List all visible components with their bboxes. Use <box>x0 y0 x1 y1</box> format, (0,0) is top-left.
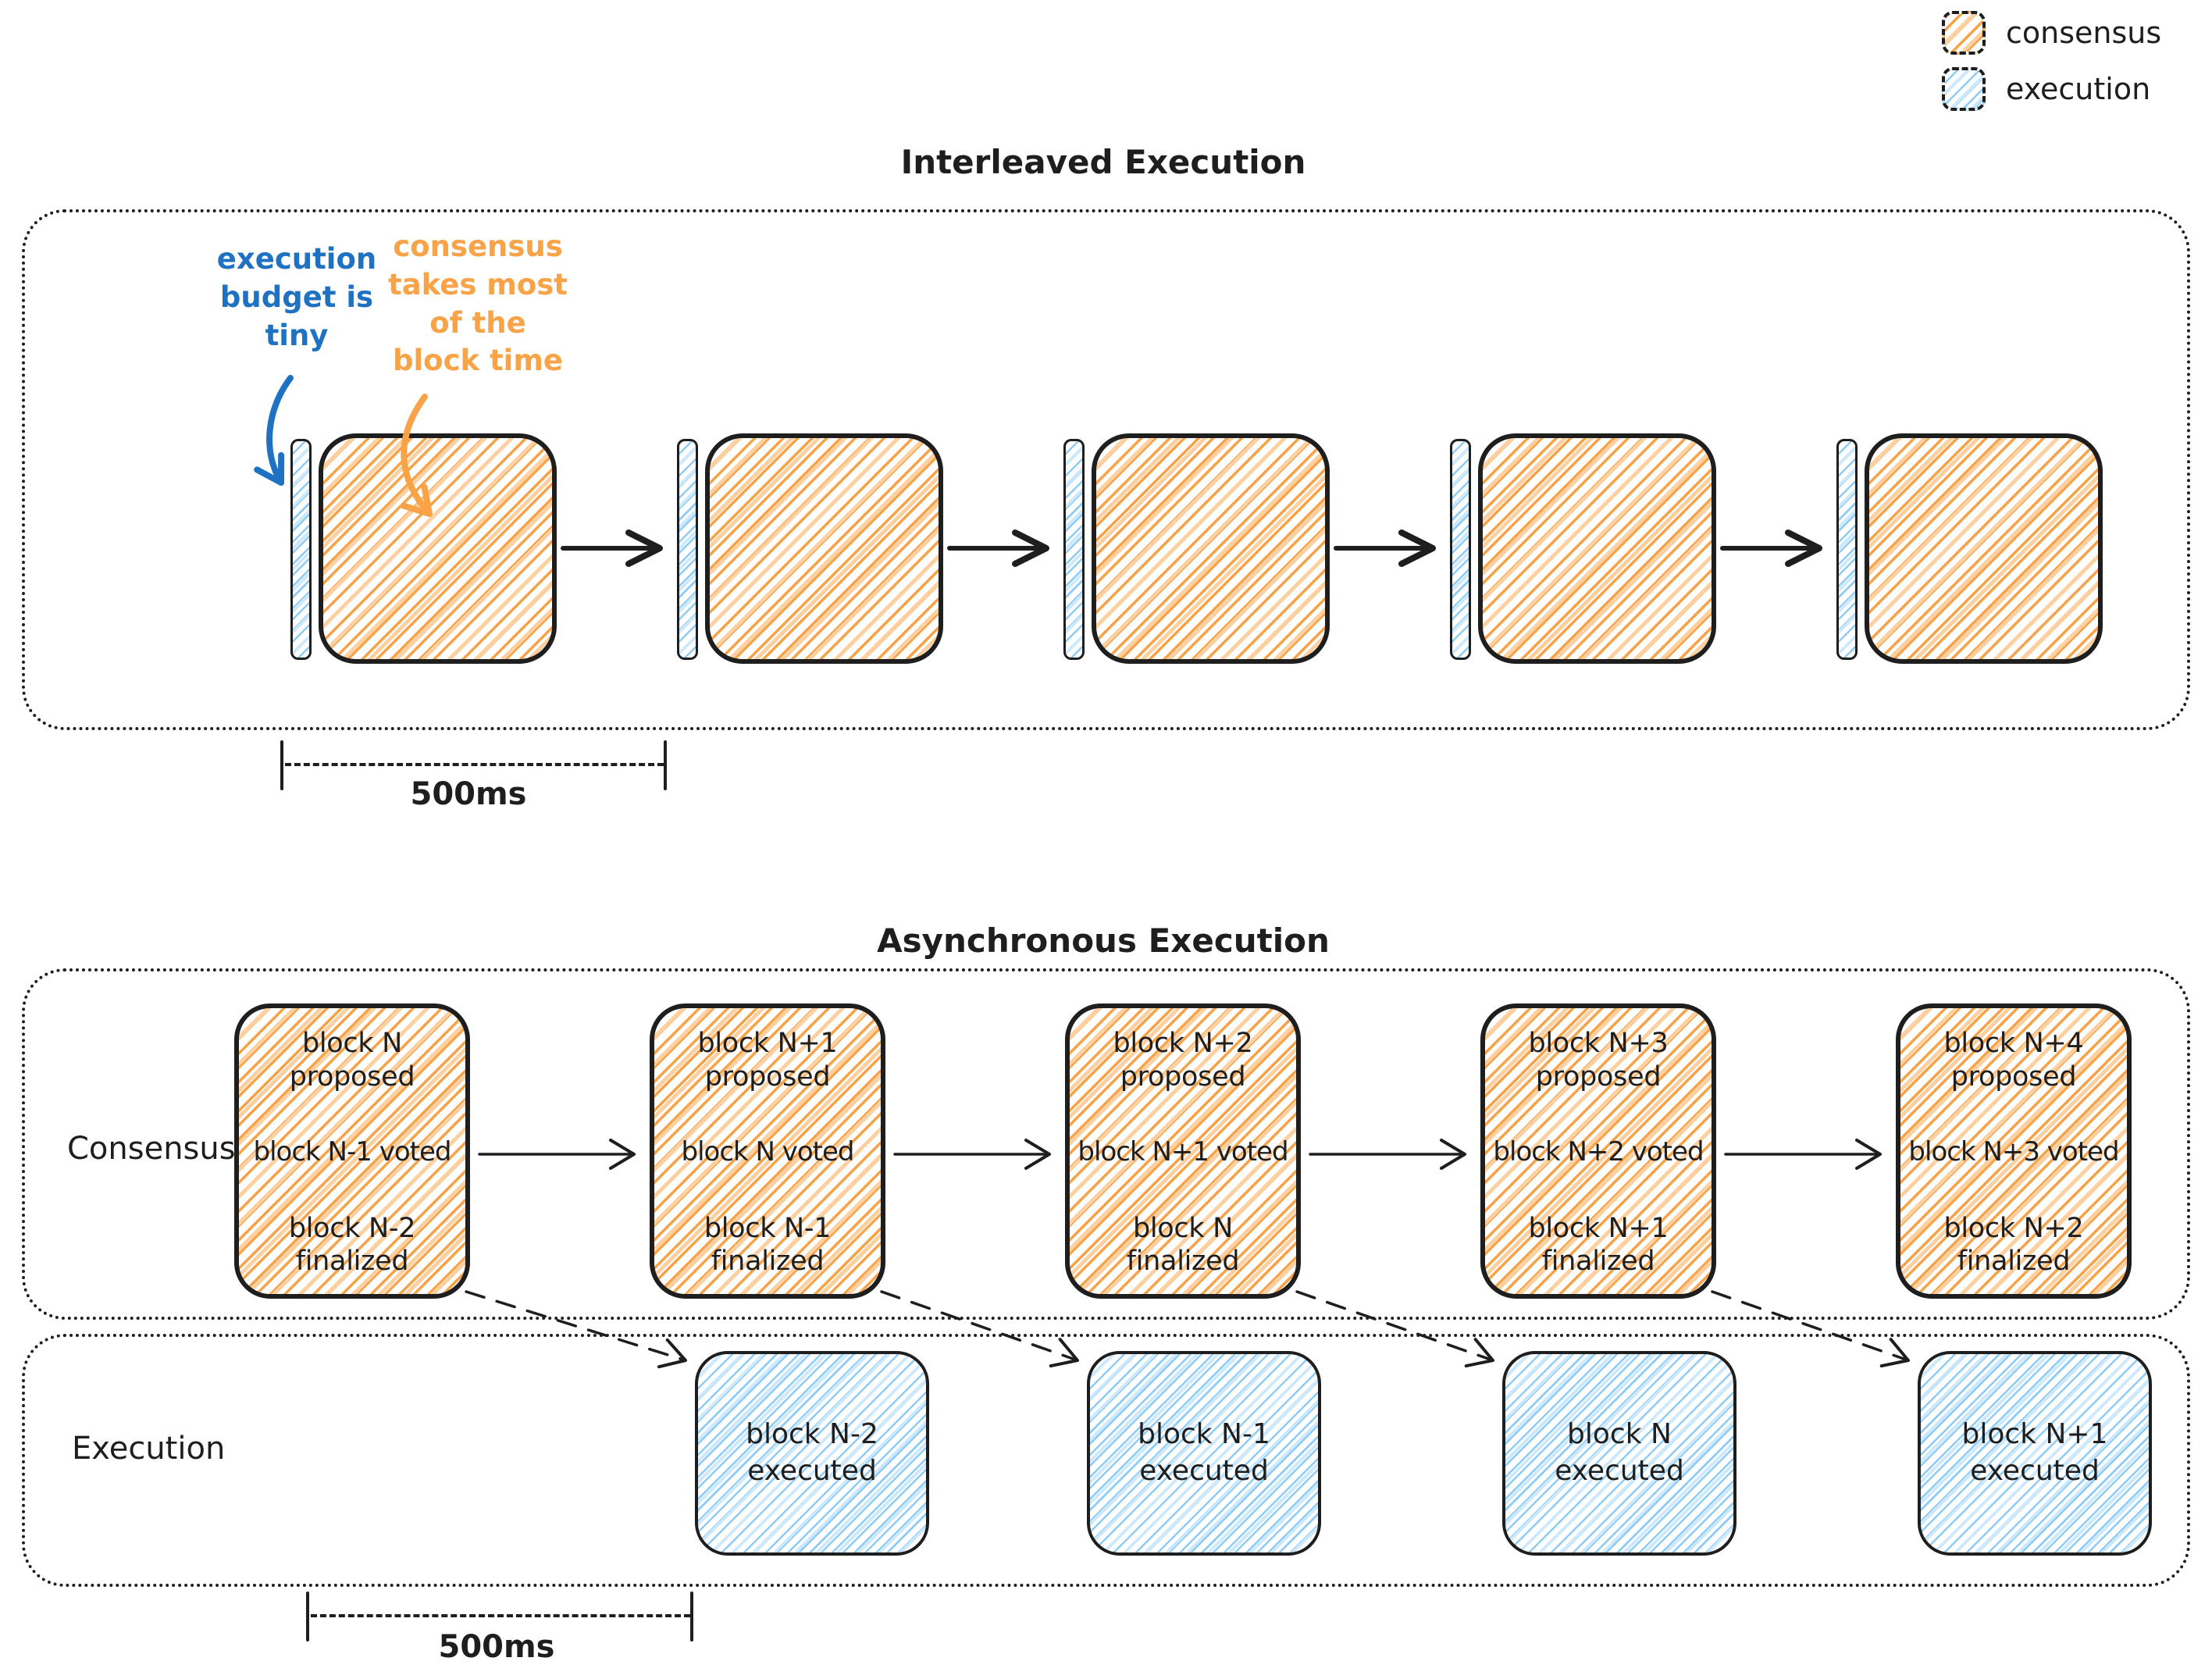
bracket-dashed-line <box>311 1614 690 1617</box>
execution-box: block N-2 executed <box>695 1351 929 1556</box>
consensus-lane-container <box>22 968 2190 1320</box>
execution-box-label: block N executed <box>1555 1418 1684 1487</box>
bracket-tick <box>664 740 667 790</box>
consensus-block <box>1092 433 1330 664</box>
consensus-box: block N+4 proposed block N+3 voted block… <box>1896 1003 2132 1299</box>
execution-box-label: block N+1 executed <box>1961 1418 2108 1487</box>
interleaved-title: Interleaved Execution <box>900 143 1306 181</box>
execution-box-label: block N-2 executed <box>746 1418 878 1487</box>
consensus-box-finalized-line: block N finalized <box>1126 1212 1240 1278</box>
legend-label-consensus: consensus <box>2006 16 2162 50</box>
legend-item-consensus: consensus <box>1942 11 2161 55</box>
consensus-box: block N proposed block N-1 voted block N… <box>234 1003 470 1299</box>
consensus-block <box>319 433 557 664</box>
legend-item-execution: execution <box>1942 67 2161 111</box>
interleaved-timescale-label: 500ms <box>410 776 527 812</box>
execution-box: block N executed <box>1502 1351 1736 1556</box>
execution-box: block N-1 executed <box>1087 1351 1321 1556</box>
consensus-box-proposed-line: block N proposed <box>289 1028 415 1093</box>
consensus-box-proposed-line: block N+2 proposed <box>1113 1028 1253 1093</box>
bracket-tick <box>306 1592 309 1642</box>
execution-slice-bar <box>290 439 312 660</box>
legend: consensus execution <box>1942 11 2161 123</box>
consensus-block <box>705 433 943 664</box>
consensus-hatch-swatch-icon <box>1942 11 1986 55</box>
bracket-tick <box>690 1592 693 1642</box>
consensus-box-proposed-line: block N+3 proposed <box>1528 1028 1669 1093</box>
interleaved-container <box>22 209 2190 730</box>
execution-slice-bar <box>1836 439 1858 660</box>
execution-slice-bar <box>1063 439 1085 660</box>
consensus-box-voted-line: block N+3 voted <box>1908 1136 2119 1168</box>
legend-label-execution: execution <box>2006 72 2151 106</box>
execution-slice-bar <box>677 439 698 660</box>
consensus-box: block N+1 proposed block N voted block N… <box>650 1003 885 1299</box>
consensus-time-note: consensus takes most of the block time <box>388 230 568 378</box>
execution-hatch-swatch-icon <box>1942 67 1986 111</box>
consensus-block <box>1865 433 2103 664</box>
execution-slice-bar <box>1450 439 1471 660</box>
execution-box: block N+1 executed <box>1918 1351 2152 1556</box>
bracket-dashed-line <box>285 763 664 766</box>
consensus-box: block N+3 proposed block N+2 voted block… <box>1480 1003 1716 1299</box>
consensus-box-voted-line: block N+1 voted <box>1078 1136 1288 1168</box>
consensus-lane-label: Consensus <box>67 1131 236 1167</box>
consensus-box-finalized-line: block N-1 finalized <box>703 1212 832 1278</box>
consensus-box-voted-line: block N voted <box>681 1136 854 1168</box>
consensus-box-finalized-line: block N-2 finalized <box>288 1212 416 1278</box>
consensus-box-proposed-line: block N+4 proposed <box>1943 1028 2084 1093</box>
consensus-box-voted-line: block N-1 voted <box>253 1136 452 1168</box>
consensus-box-finalized-line: block N+1 finalized <box>1528 1212 1669 1278</box>
bracket-tick <box>280 740 283 790</box>
consensus-box-finalized-line: block N+2 finalized <box>1943 1212 2084 1278</box>
consensus-box-voted-line: block N+2 voted <box>1493 1136 1704 1168</box>
consensus-box-proposed-line: block N+1 proposed <box>697 1028 838 1093</box>
execution-box-label: block N-1 executed <box>1138 1418 1270 1487</box>
execution-budget-note: execution budget is tiny <box>216 242 377 352</box>
consensus-box: block N+2 proposed block N+1 voted block… <box>1065 1003 1301 1299</box>
execution-lane-label: Execution <box>72 1431 226 1467</box>
asynchronous-title: Asynchronous Execution <box>877 921 1330 960</box>
consensus-block <box>1478 433 1716 664</box>
asynchronous-timescale-label: 500ms <box>438 1629 555 1665</box>
execution-lane-container <box>22 1334 2190 1587</box>
